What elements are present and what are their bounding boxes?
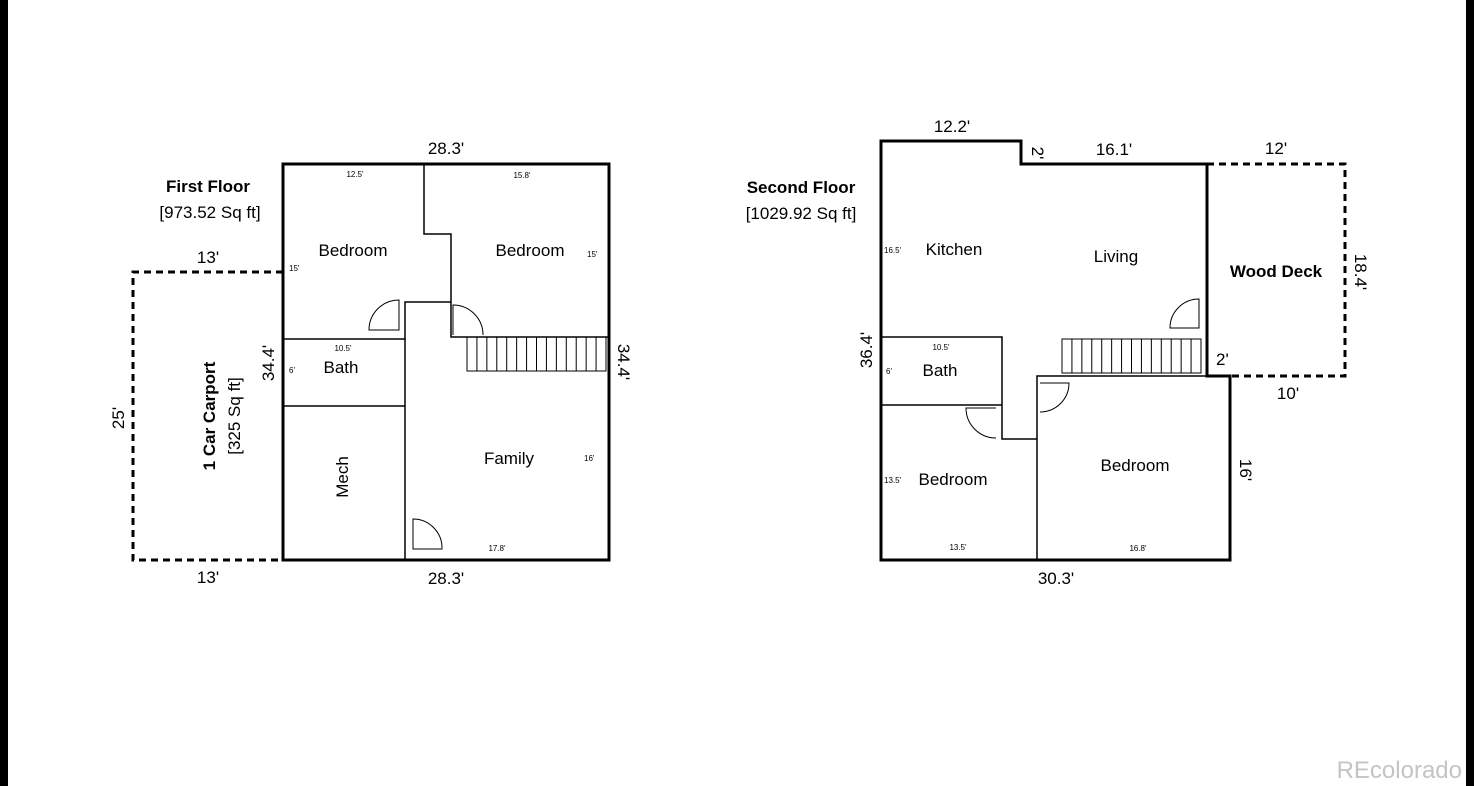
deck-right-dimension: 18.4': [1351, 254, 1370, 290]
stairs-icon: [1061, 338, 1202, 374]
second-floor-area: [1029.92 Sq ft]: [746, 204, 857, 223]
deck-top-dimension: 12': [1265, 139, 1287, 158]
door-swing-icon: [368, 299, 400, 331]
first-floor-outer-wall: [281, 162, 611, 562]
deck-outline: [1207, 162, 1347, 378]
room-label: Bedroom: [319, 241, 388, 260]
room-dimension: 6': [886, 367, 892, 376]
room-label: Bath: [923, 361, 958, 380]
room-dimension: 13.5': [949, 543, 967, 552]
room-dimension: 10.5': [334, 344, 352, 353]
door-swing-icon: [1169, 298, 1200, 329]
second-floor-step-dimension: 2': [1028, 147, 1047, 160]
bedroom-bath-wall: [283, 301, 451, 340]
first-floor-top-dimension: 28.3': [428, 139, 464, 158]
room-label: Bedroom: [496, 241, 565, 260]
room-label: Kitchen: [926, 240, 983, 259]
carport-top-dimension: 13': [197, 248, 219, 267]
first-floor-plan: First Floor [973.52 Sq ft] 28.3' 28.3' 3…: [109, 139, 633, 588]
room-dimension: 15': [289, 264, 300, 273]
first-floor-title: First Floor: [166, 177, 250, 196]
carport-bottom-dimension: 13': [197, 568, 219, 587]
door-swing-icon: [965, 407, 997, 439]
room-dimension: 6': [289, 366, 295, 375]
left-frame-bar: [0, 0, 8, 786]
bath-bedroom-wall: [881, 336, 1038, 560]
right-frame-bar: [1466, 0, 1474, 786]
room-dimension: 15.8': [513, 171, 531, 180]
room-label: Bath: [324, 358, 359, 377]
room-dimension: 15': [587, 250, 598, 259]
first-floor-area: [973.52 Sq ft]: [159, 203, 260, 222]
second-floor-notch-dimension: 2': [1216, 350, 1229, 369]
first-floor-left-dimension: 34.4': [259, 345, 278, 381]
watermark-logo: REcolorado: [1337, 757, 1462, 784]
room-label: Bedroom: [1101, 456, 1170, 475]
carport-area: [325 Sq ft]: [225, 377, 244, 455]
room-dimension: 12.5': [346, 170, 364, 179]
room-label: Living: [1094, 247, 1138, 266]
second-floor-top-dimension: 16.1': [1096, 140, 1132, 159]
second-floor-top-left-dimension: 12.2': [934, 117, 970, 136]
second-floor-bottom-dimension: 30.3': [1038, 569, 1074, 588]
door-swing-icon: [452, 304, 484, 336]
carport-left-dimension: 25': [109, 407, 128, 429]
room-dimension: 13.5': [884, 476, 902, 485]
stairs-icon: [466, 336, 607, 372]
door-swing-icon: [412, 518, 443, 550]
first-floor-right-dimension: 34.4': [614, 344, 633, 380]
door-swing-icon: [1039, 382, 1070, 413]
room-dimension: 16.8': [1129, 544, 1147, 553]
second-floor-right-dimension: 16': [1236, 459, 1255, 481]
first-floor-bottom-dimension: 28.3': [428, 569, 464, 588]
deck-title: Wood Deck: [1230, 262, 1323, 281]
carport-outline: [131, 270, 283, 562]
room-dimension: 17.8': [488, 544, 506, 553]
deck-bottom-dimension: 10': [1277, 384, 1299, 403]
second-floor-plan: Second Floor [1029.92 Sq ft] 12.2' 2' 16…: [746, 117, 1370, 588]
carport-title: 1 Car Carport: [200, 361, 219, 470]
room-dimension: 16.5': [884, 246, 902, 255]
second-floor-title: Second Floor: [747, 178, 856, 197]
room-label: Bedroom: [919, 470, 988, 489]
bedroom-living-wall: [1036, 375, 1207, 439]
room-label: Mech: [333, 456, 352, 498]
room-label: Family: [484, 449, 535, 468]
second-floor-left-dimension: 36.4': [857, 332, 876, 368]
room-dimension: 16': [584, 454, 595, 463]
room-dimension: 10.5': [932, 343, 950, 352]
